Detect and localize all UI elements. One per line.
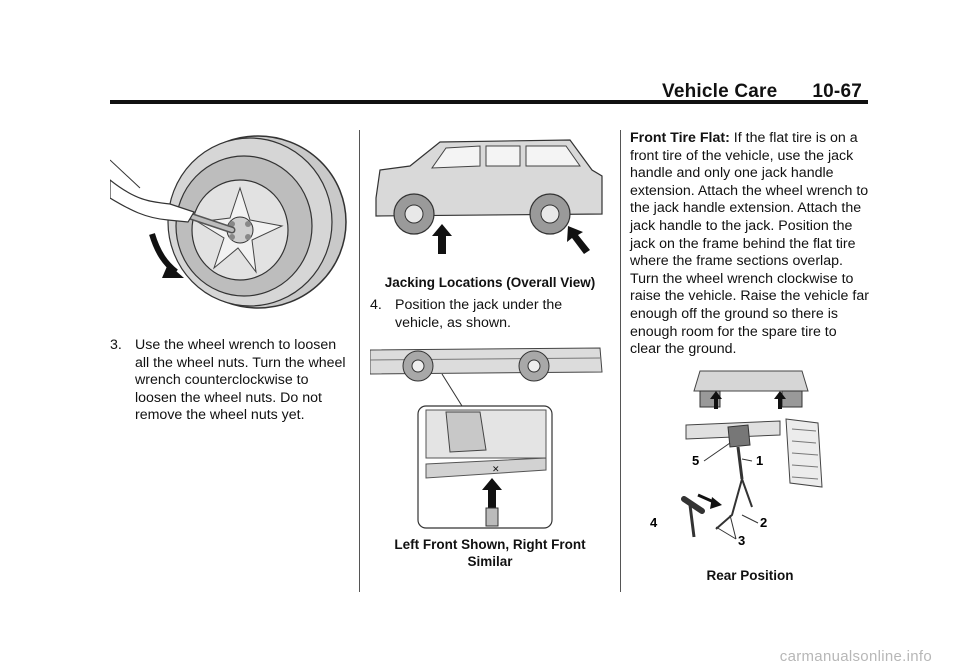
page-header: Vehicle Care 10-67 (0, 0, 960, 110)
rear-position-illustration: 1 2 3 4 5 (650, 370, 823, 548)
label-5: 5 (692, 453, 699, 468)
column-3: Front Tire Flat: If the flat tire is on … (630, 130, 870, 584)
paragraph-lead: Front Tire Flat: (630, 130, 730, 146)
watermark: carmanualsonline.info (779, 648, 932, 665)
step-number: 3. (110, 337, 122, 353)
paragraph-text: If the flat tire is on a front tire of t… (630, 130, 869, 358)
column-1: 3. Use the wheel wrench to loosen all th… (110, 130, 350, 425)
label-4: 4 (650, 515, 658, 530)
svg-text:✕: ✕ (492, 464, 500, 474)
label-3: 3 (738, 533, 745, 548)
step-number: 4. (370, 297, 382, 313)
wheel-wrench-illustration (110, 135, 347, 309)
front-tire-flat-paragraph: Front Tire Flat: If the flat tire is on … (630, 130, 870, 359)
figure-caption-overall: Jacking Locations (Overall View) (384, 275, 596, 290)
section-title: Vehicle Care (662, 81, 778, 102)
jack-position-illustration: ✕ (370, 347, 603, 529)
label-2: 2 (760, 515, 767, 530)
page-number: 10-67 (812, 81, 862, 102)
column-divider (620, 130, 621, 592)
column-2: Jacking Locations (Overall View) 4. Posi… (370, 130, 610, 570)
step-4: 4. Position the jack under the vehicle, … (370, 297, 610, 332)
page-title: Vehicle Care 10-67 (662, 81, 862, 103)
label-1: 1 (756, 453, 763, 468)
figure-caption-left-front: Left Front Shown, Right Front Similar (394, 537, 586, 570)
column-divider (359, 130, 360, 592)
figure-caption-rear: Rear Position (706, 567, 794, 583)
step-text: Position the jack under the vehicle, as … (395, 297, 563, 331)
header-rule (110, 100, 868, 104)
step-3: 3. Use the wheel wrench to loosen all th… (110, 337, 350, 425)
step-text: Use the wheel wrench to loosen all the w… (135, 337, 346, 424)
vehicle-side-illustration (375, 139, 603, 254)
